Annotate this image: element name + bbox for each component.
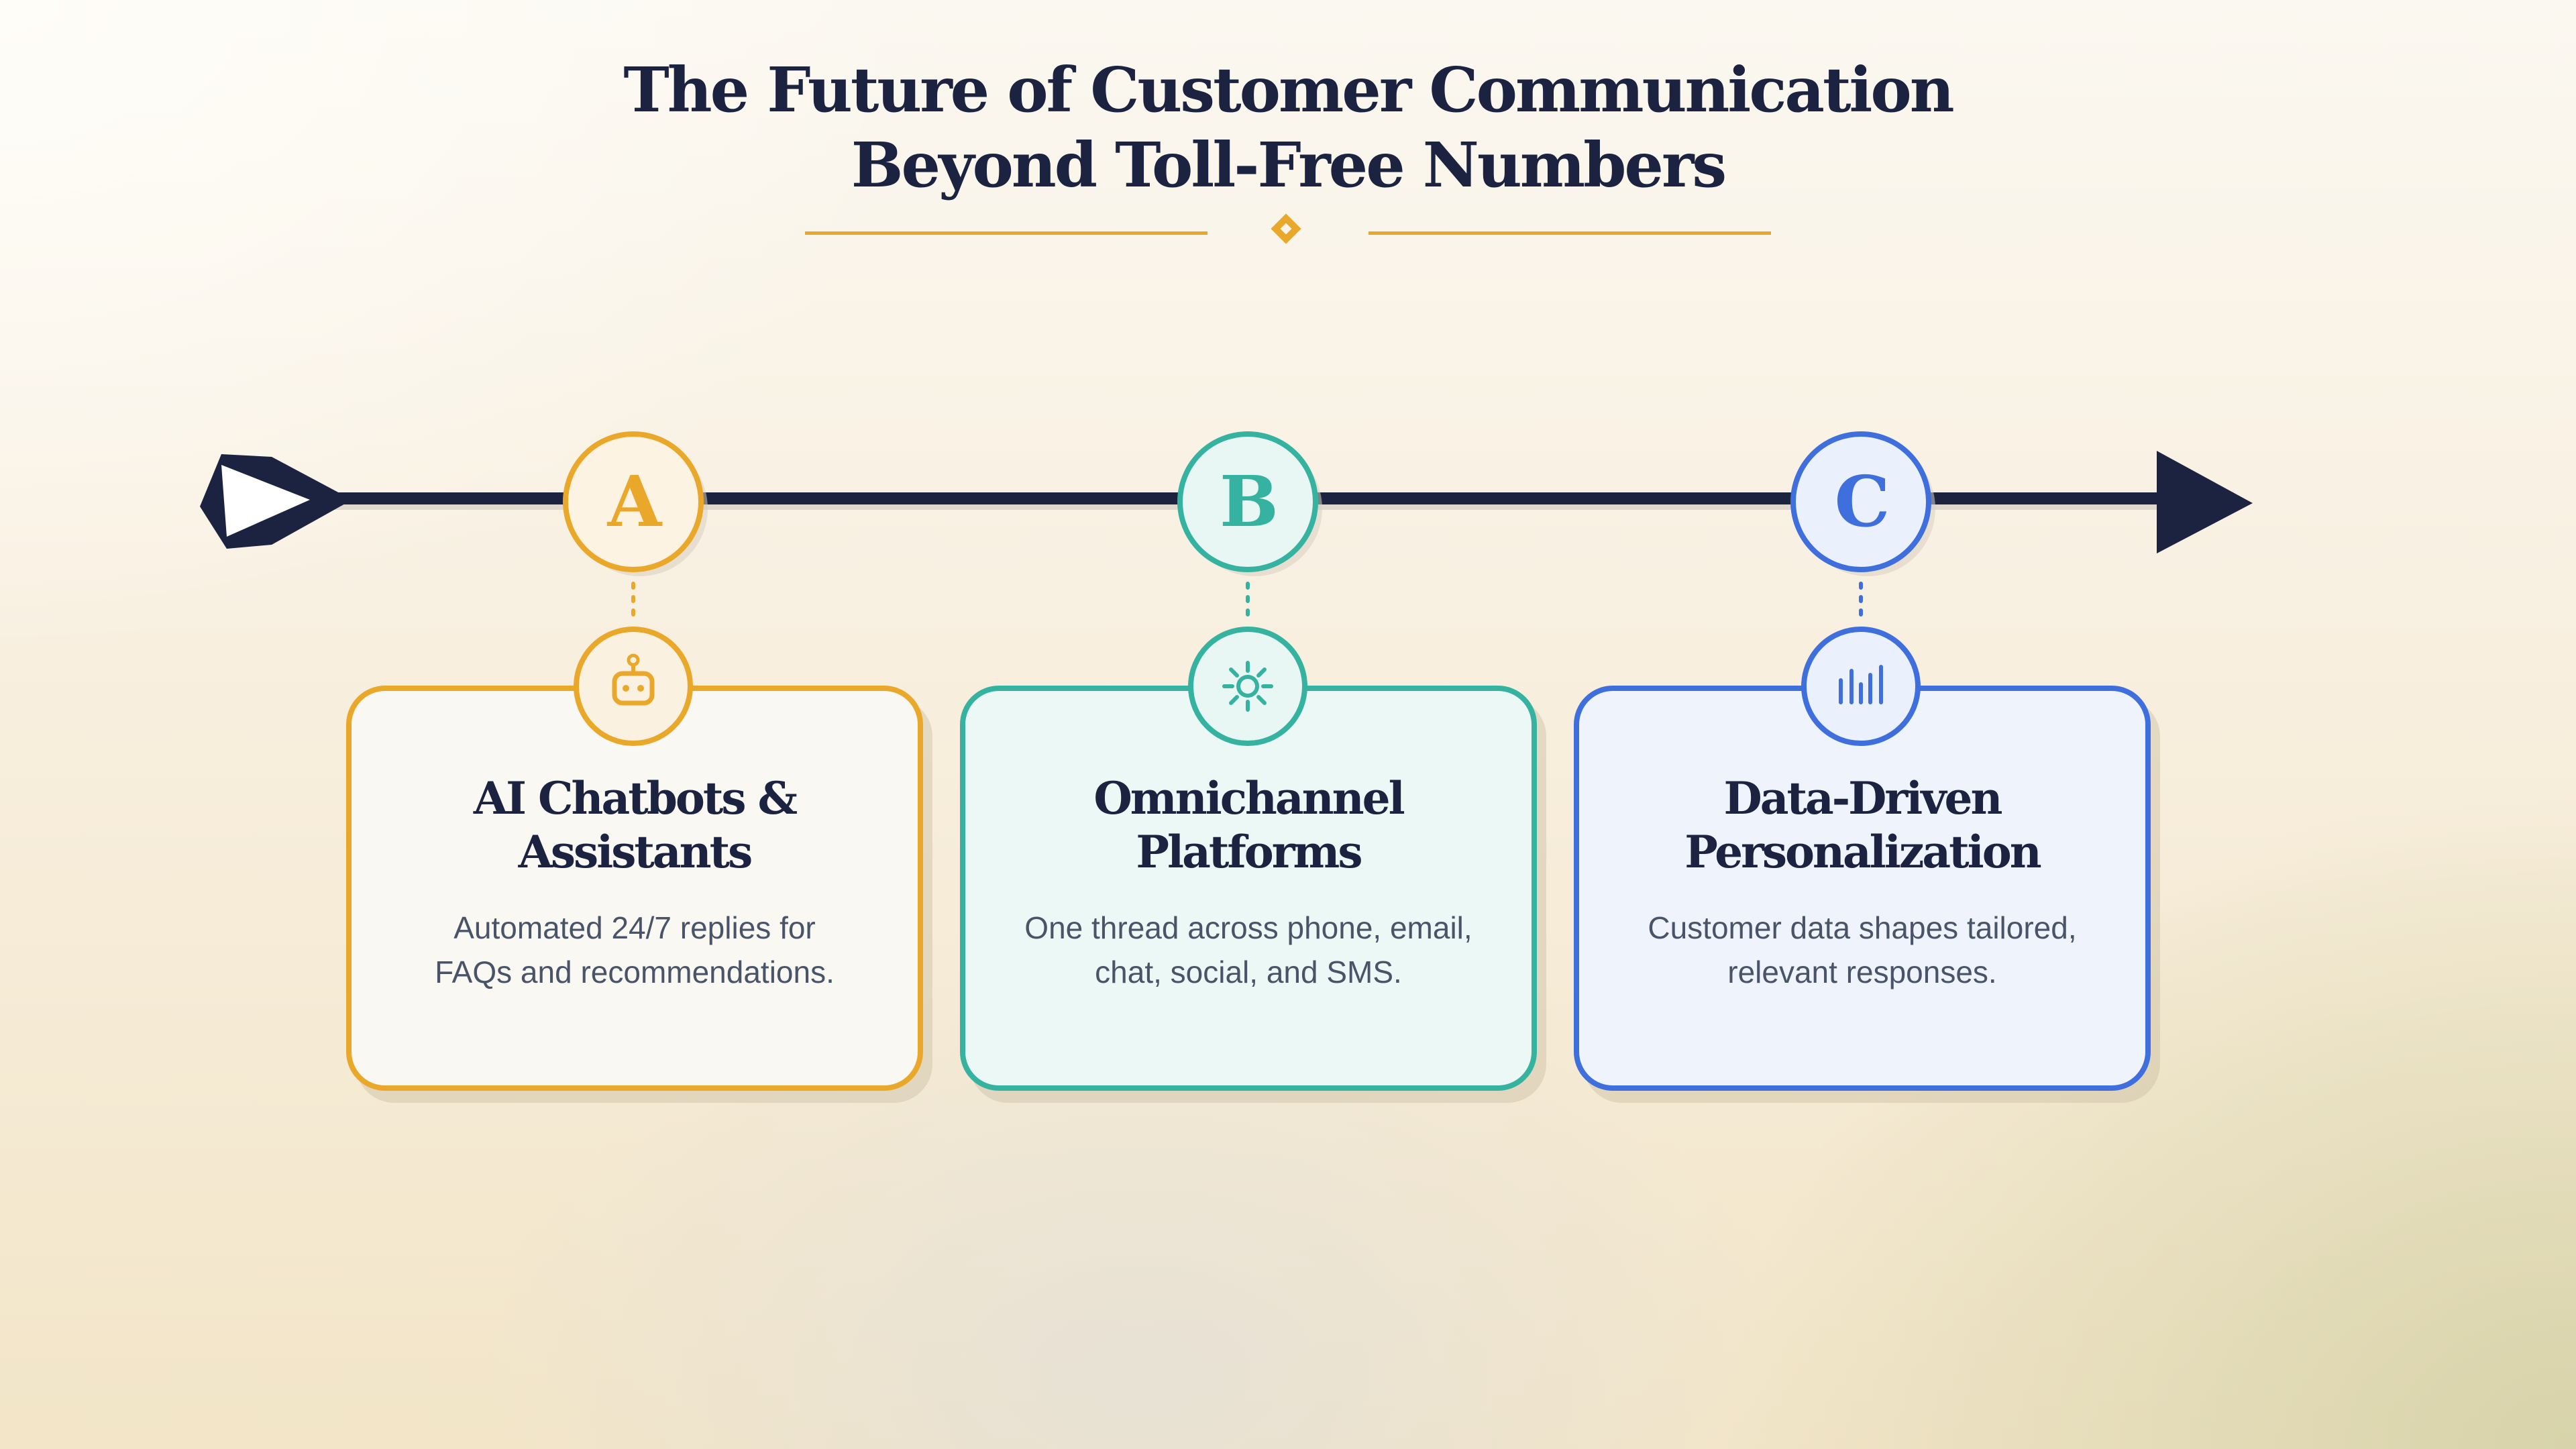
bar-chart-icon xyxy=(1839,665,1883,704)
step-card-a: AI Chatbots & Assistants Automated 24/7 … xyxy=(346,686,923,1091)
robot-icon-badge xyxy=(574,627,693,746)
step-card-c: Data-Driven Personalization Customer dat… xyxy=(1574,686,2151,1091)
card-title: Omnichannel Platforms xyxy=(1093,772,1405,878)
title-divider-left xyxy=(805,231,1208,235)
step-marker-a xyxy=(563,431,704,572)
page-title: The Future of Customer Communication xyxy=(623,54,1954,126)
title-divider-right xyxy=(1368,231,1771,235)
step-letter-a: A xyxy=(607,460,662,543)
step-letter-c: C xyxy=(1834,460,1890,543)
step-card-b: Omnichannel Platforms One thread across … xyxy=(960,686,1537,1091)
card-description: Automated 24/7 replies for FAQs and reco… xyxy=(435,910,835,989)
page-subtitle: Beyond Toll-Free Numbers xyxy=(851,129,1727,201)
hub-icon xyxy=(1222,661,1273,712)
step-letter-b: B xyxy=(1220,460,1279,543)
arrow-head-icon xyxy=(2157,451,2253,553)
card-title: AI Chatbots & Assistants xyxy=(473,772,798,878)
card-title: Data-Driven Personalization xyxy=(1684,772,2042,878)
hub-icon-badge xyxy=(1188,627,1307,746)
arrow-tail-notch xyxy=(221,465,310,537)
step-marker-b xyxy=(1177,431,1318,572)
card-description: Customer data shapes tailored, relevant … xyxy=(1648,910,2077,989)
bar-chart-icon-badge xyxy=(1801,627,1921,746)
robot-icon xyxy=(612,653,655,706)
step-marker-c xyxy=(1790,431,1931,572)
card-description: One thread across phone, email, chat, so… xyxy=(1024,910,1472,989)
